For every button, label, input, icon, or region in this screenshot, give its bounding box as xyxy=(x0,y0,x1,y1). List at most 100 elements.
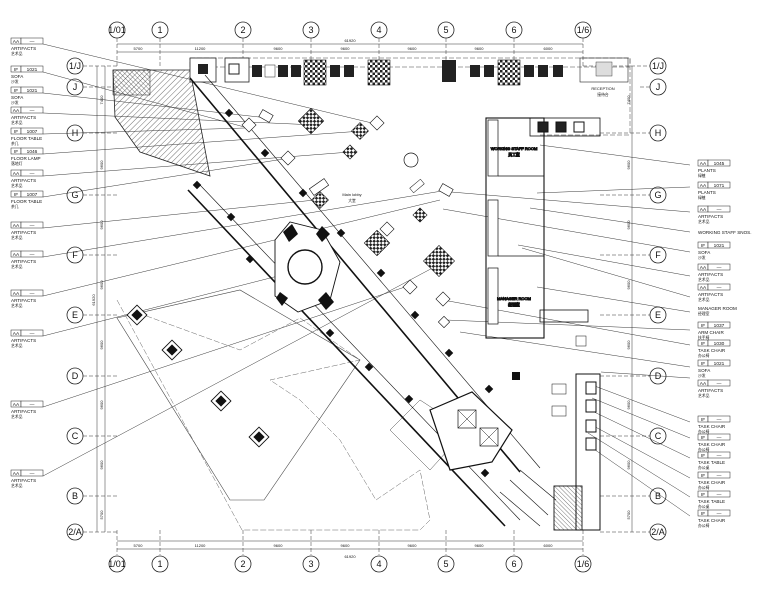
column-label: 5 xyxy=(443,25,448,35)
row-label: G xyxy=(71,190,78,200)
top-dim-2: 9600 xyxy=(274,46,284,51)
callout-subtitle: 绿植 xyxy=(698,195,706,200)
callout-tag: AA — ARTIFACTS 艺术品 xyxy=(697,379,731,398)
callout-title: ARTIFACTS xyxy=(11,230,36,235)
callout-number: — xyxy=(30,40,35,45)
row-bubble-right: E xyxy=(600,306,667,324)
callout-subtitle: 艺术品 xyxy=(11,414,23,419)
callout-tag: AA — ARTIFACTS 艺术品 xyxy=(10,400,44,419)
left-callouts: AA — ARTIFACTS 艺术品 IF 1021 SOFA 沙发 IF 10… xyxy=(10,37,44,488)
left-dim-1: 9600 xyxy=(99,160,104,170)
row-bubble-right: C xyxy=(600,427,667,445)
top-dim-1: 11200 xyxy=(195,46,207,51)
callout-code: AA xyxy=(700,161,707,167)
callout-number: — xyxy=(717,436,722,441)
column-label: 6 xyxy=(511,559,516,569)
column-label: 1 xyxy=(157,559,162,569)
callout-title: ARTIFACTS xyxy=(11,115,36,120)
row-bubble-right: H xyxy=(600,124,667,142)
callout-tag: AA — ARTIFACTS 艺术品 xyxy=(10,106,44,125)
callout-tag: AA — ARTIFACTS 艺术品 xyxy=(10,221,44,240)
column-bubble-top: 3 xyxy=(302,21,320,66)
bottom-dim-3: 9600 xyxy=(341,543,351,548)
row-bubble-right: G xyxy=(600,186,667,204)
callout-title: ARTIFACTS xyxy=(698,292,723,297)
top-dim-6: 6000 xyxy=(544,46,554,51)
row-bubble-right: 2/A xyxy=(600,523,667,541)
callout-subtitle: 茶几 xyxy=(11,204,19,209)
callout-title: FLOOR LAMP xyxy=(11,156,41,161)
callout-code: AA xyxy=(13,291,20,297)
callout-number: 1021 xyxy=(27,88,38,94)
callout-title: ARTIFACTS xyxy=(698,214,723,219)
callout-tag: AA — ARTIFACTS 艺术品 xyxy=(697,205,731,224)
callout-tag: IF 1021 SOFA 沙发 xyxy=(10,86,44,105)
callout-subtitle: 经理室 xyxy=(698,311,710,316)
row-bubble-left: C xyxy=(66,427,117,445)
row-label: F xyxy=(72,250,78,260)
row-bubble-left: J xyxy=(66,78,117,96)
callout-subtitle: 艺术品 xyxy=(11,483,23,488)
callout-title: PLANTS xyxy=(698,168,716,173)
callout-subtitle: 办公椅 xyxy=(698,523,710,528)
callout-tag: IF 1046 FLOOR LAMP 落地灯 xyxy=(10,147,44,166)
stair-block xyxy=(112,57,250,177)
callout-tag: IF 1021 SOFA 沙发 xyxy=(697,359,731,378)
right-dim-6: 9600 xyxy=(626,460,631,470)
callout-number: 1021 xyxy=(27,67,38,73)
column-label: 1/01 xyxy=(108,25,126,35)
reception-label: RECEPTION xyxy=(591,86,614,91)
callout-number: — xyxy=(717,418,722,423)
column-bubble-top: 2 xyxy=(234,21,252,66)
lift-lobby xyxy=(429,391,513,471)
bottom-dim-5: 9600 xyxy=(475,543,485,548)
callout-code: IF xyxy=(701,417,705,423)
top-dim-0: 5700 xyxy=(134,46,144,51)
row-label: H xyxy=(655,128,662,138)
callout-tag: AA — ARTIFACTS 艺术品 xyxy=(10,329,44,348)
callout-number: — xyxy=(30,224,35,229)
callout-title: WORKING STAFF SNOS. xyxy=(698,230,752,235)
callout-code: IF xyxy=(14,67,18,73)
row-label: J xyxy=(656,82,661,92)
callout-code: IF xyxy=(701,323,705,329)
callout-code: AA xyxy=(13,331,20,337)
left-dim-2: 9600 xyxy=(99,220,104,230)
callout-tag: AA 1045 PLANTS 绿植 xyxy=(697,159,731,178)
callout-subtitle: 艺术品 xyxy=(698,297,710,302)
callout-subtitle: 绿植 xyxy=(698,173,706,178)
callout-code: AA xyxy=(700,381,707,387)
callout-subtitle: 沙发 xyxy=(698,255,706,260)
bottom-dim-0: 5700 xyxy=(134,543,144,548)
callout-code: AA xyxy=(700,285,707,291)
callout-code: AA xyxy=(13,171,20,177)
row-label: D xyxy=(72,371,79,381)
reception-sublabel: 接待台 xyxy=(597,92,609,97)
lawn-outline xyxy=(116,289,361,501)
row-label: F xyxy=(655,250,661,260)
column-bubble-top: 1/6 xyxy=(574,21,592,66)
callout-tag: IF — TASK CHAIR 办公椅 xyxy=(697,433,731,452)
right-dim-4: 9600 xyxy=(626,340,631,350)
callout-title: SOFA xyxy=(11,95,24,100)
row-bubble-right: 1/J xyxy=(583,57,667,75)
callout-tag: AA — ARTIFACTS 艺术品 xyxy=(10,37,44,56)
row-bubble-left: G xyxy=(66,186,117,204)
right-dim-3: 9600 xyxy=(626,280,631,290)
callout-tag: IF 1030 TASK CHAIR 办公椅 xyxy=(697,339,731,358)
row-label: 1/J xyxy=(652,61,664,71)
callout-code: IF xyxy=(701,511,705,517)
main-lobby-sublabel: 大堂 xyxy=(348,198,356,203)
callout-subtitle: 办公椅 xyxy=(698,353,710,358)
callout-title: ARTIFACTS xyxy=(11,46,36,51)
leader-lines-right xyxy=(442,144,691,517)
column-grid: 1/01 1 2 3 4 5 6 xyxy=(108,21,592,573)
column-label: 3 xyxy=(308,25,313,35)
callout-number: — xyxy=(30,172,35,177)
office-wing: WORKING STAFF ROOM 员工室 MANAGER ROOM 经理室 xyxy=(485,117,601,531)
callout-code: AA xyxy=(13,402,20,408)
callout-title: SOFA xyxy=(11,74,24,79)
callout-tag: AA 1071 PLANTS 绿植 xyxy=(697,181,731,200)
callout-title: FLOOR TABLE xyxy=(11,136,42,141)
top-total-dim: 61920 xyxy=(344,38,356,43)
